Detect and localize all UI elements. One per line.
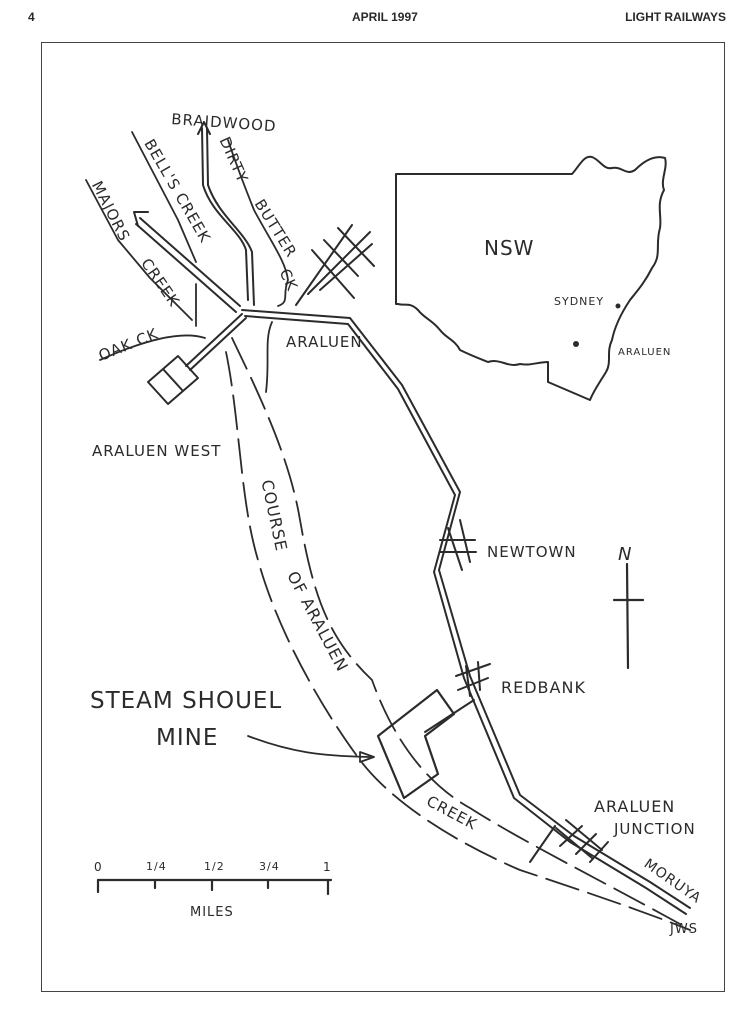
araluen-dot [573,341,579,347]
bells-creek-line [131,131,197,263]
braidwood-arrow-icon [197,121,211,135]
north-label: N [618,544,633,565]
newtown-town-grid [439,519,477,571]
scale-tick-three-quarter: 3/4 [259,860,280,873]
inset-label-nsw: NSW [484,236,535,260]
inset-label-araluen: ARALUEN [618,347,672,358]
majors-arrow-icon [133,211,149,227]
dirty-butter-creek-line [227,139,289,307]
label-araluen-junction-1: ARALUEN [594,797,676,816]
sydney-dot [615,303,621,309]
issue-date: APRIL 1997 [352,10,418,24]
inset-label-sydney: SYDNEY [554,295,605,308]
majors-creek-line [85,179,193,321]
mine-pointer-arrow [247,735,371,758]
araluen-town-grid [295,224,375,306]
label-steam-shovel: STEAM SHOUEL [90,688,283,714]
road-to-braidwood [201,127,249,301]
label-newtown: NEWTOWN [487,543,577,561]
scale-bar [96,878,333,896]
scale-tick-quarter: 1/4 [146,860,167,873]
label-araluen: ARALUEN [286,333,363,351]
label-araluen-west: ARALUEN WEST [92,442,222,460]
page-number: 4 [28,10,35,24]
label-mine: MINE [156,725,219,751]
road-to-majors-creek [139,217,241,307]
label-araluen-junction-2: JUNCTION [614,820,696,838]
label-jws: JWS [670,922,698,937]
main-road [241,309,691,909]
publication-title: LIGHT RAILWAYS [625,10,726,24]
oak-creek-line [99,334,206,361]
araluen-creek-bank-west [225,351,691,931]
araluen-junction-grid [529,819,609,863]
north-arrow-icon [612,562,645,670]
scale-tick-0: 0 [94,860,103,874]
araluen-creek-bank-east [231,337,681,925]
steam-shovel-mine-building [376,688,456,800]
scale-unit-label: MILES [190,905,234,920]
scale-tick-1: 1 [323,860,332,874]
map-frame [41,42,725,992]
road-to-araluen-west [185,313,243,367]
label-redbank: REDBANK [501,678,586,697]
scale-tick-half: 1/2 [204,860,225,873]
araluen-west-building [147,355,199,405]
redbank-town-grid [455,661,491,697]
mine-arrowhead-icon [359,751,375,763]
nsw-outline [395,155,667,401]
